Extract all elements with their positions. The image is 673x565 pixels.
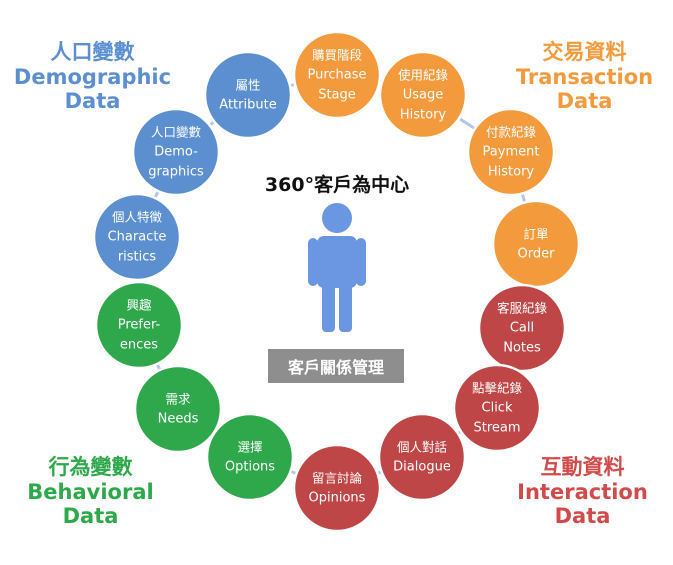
ring-node-label: Attribute [219,98,276,113]
corner-interaction-line-2: Interaction [517,479,648,504]
ring-node-circle [292,443,382,533]
ring-node-label: Needs [158,412,199,427]
ring-node-circle [94,280,184,370]
ring-node-label: Demo- [154,145,198,160]
corner-label-transaction: 交易資料 Transaction Data [502,40,667,114]
ring-node-circle [92,192,182,282]
person-left-arm [308,238,318,286]
ring-node-circle [491,199,581,289]
ring-node-circle [203,50,293,140]
ring-node-label: Click [482,401,513,416]
ring-node-label: 興趣 [126,298,152,313]
ring-node-label: Dialogue [393,460,451,475]
ring-node-label: Purchase [307,68,366,83]
corner-label-behavioral: 行為變數 Behavioral Data [8,455,173,529]
ring-node-label: 訂單 [523,227,548,242]
corner-interaction-line-1: 互動資料 [540,455,625,479]
ring-node-label: 留言討論 [312,471,363,486]
ring-node-label: Stage [318,88,356,103]
ring-node-label: Stream [473,421,520,436]
corner-demographic-line-3: Data [64,89,121,114]
center-title: 360°客戶為中心 [264,174,410,196]
ring-node-label: 選擇 [237,440,262,455]
ring-node-circle [292,30,382,120]
ring-node-label: 購買階段 [312,48,362,63]
corner-label-demographic: 人口變數 Demographic Data [10,40,175,114]
person-torso [317,236,357,288]
ring-node-circle [477,283,567,373]
ring-node-label: 付款紀錄 [486,125,537,140]
corner-label-interaction: 互動資料 Interaction Data [500,455,665,529]
ring-node-label: 客服紀錄 [497,301,548,316]
ring-node: 人口變數 Demo-graphics [131,107,221,197]
ring-node: 屬性 Attribute [203,50,293,140]
ring-node-label: 人口變數 [151,125,202,140]
ring-node: 留言討論 Opinions [292,443,382,533]
ring-node-label: 個人特徵 [112,210,163,225]
corner-demographic-line-1: 人口變數 [50,40,135,64]
ring-node-label: graphics [148,165,204,180]
corner-interaction-line-3: Data [554,504,611,529]
ring-node-label: 需求 [165,392,191,407]
person-right-arm [356,238,366,286]
ring-node-label: 屬性 [235,78,260,93]
person-head [322,203,352,233]
person-right-leg [339,284,352,332]
ring-node-label: Payment [483,145,540,160]
ring-node-label: 點擊紀錄 [472,381,523,396]
corner-transaction-line-1: 交易資料 [542,40,627,64]
ring-node-label: Usage [403,88,444,103]
ring-node-label: History [488,165,535,180]
ring-node-circle [131,107,221,197]
ring-node-circle [133,364,223,454]
ring-node-circle [378,50,468,140]
corner-transaction-line-3: Data [556,89,613,114]
ring-node-label: Opinions [309,491,366,506]
corner-behavioral-line-1: 行為變數 [48,455,133,479]
ring-node: 個人對話 Dialogue [377,412,467,502]
ring-node: 需求 Needs [133,364,223,454]
ring-node-label: 使用紀錄 [398,68,449,83]
ring-node-circle [466,107,556,197]
corner-transaction-line-2: Transaction [515,64,654,89]
crm-label: 客戶關係管理 [268,349,404,383]
ring-node-label: Call [510,321,534,336]
ring-node-circle [205,412,295,502]
ring-node: 個人特徵 Characte ristics [92,192,182,282]
corner-demographic-line-2: Demographic [13,64,172,89]
ring-node: 興趣 Prefer-ences [94,280,184,370]
ring-node-label: Prefer- [118,318,161,333]
ring-node-label: Order [518,247,556,262]
corner-behavioral-line-2: Behavioral [27,479,154,504]
ring-node: 訂單 Order [491,199,581,289]
ring-node-circle [377,412,467,502]
ring-node-label: History [400,108,447,123]
ring-node-label: Options [225,460,275,475]
ring-node-circle [452,363,542,453]
customer-person-icon [308,203,366,332]
ring-node-label: Characte [108,230,167,245]
ring-node-label: 個人對話 [397,440,447,455]
corner-behavioral-line-3: Data [62,504,119,529]
person-left-leg [322,284,335,332]
ring-node-label: Notes [503,341,541,356]
ring-node-label: ristics [118,250,157,265]
ring-node-label: ences [120,338,158,353]
ring-node: 選擇 Options [205,412,295,502]
